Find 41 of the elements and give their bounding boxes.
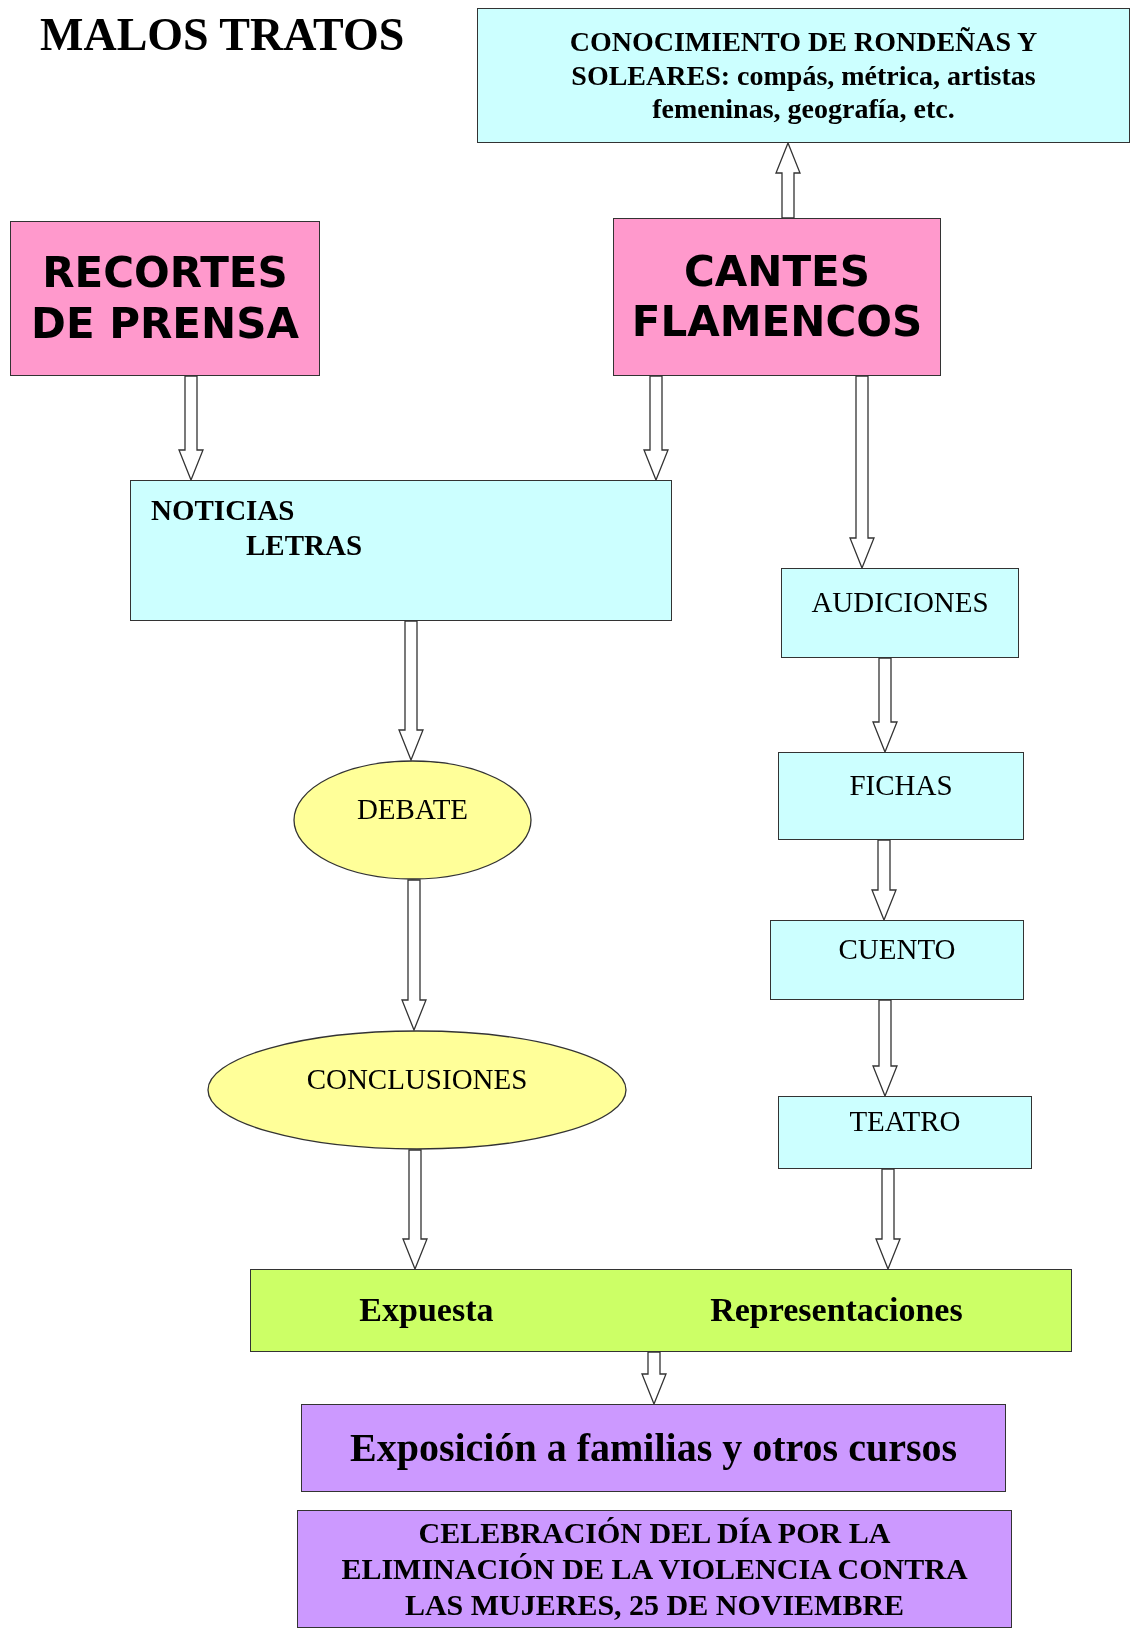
node-label: NOTICIAS [151,493,295,528]
material-box [130,480,672,621]
block-arrow [178,375,204,482]
node-label: CANTES FLAMENCOS [631,246,923,348]
node-label: FICHAS [849,767,953,803]
node-label: AUDICIONES [811,584,989,620]
node-label: DEBATE [356,791,469,827]
block-arrow [871,839,897,922]
activity-box [770,920,1024,1000]
block-arrow [849,375,875,570]
node-label: Exposición a familias y otros cursos [349,1424,958,1472]
event-box [297,1510,1012,1628]
block-arrow [401,879,427,1032]
activity-ellipse [293,760,532,880]
node-label: CUENTO [838,931,956,967]
activity-box [781,568,1019,658]
node-text: Representaciones [710,1290,963,1331]
block-arrow [872,999,898,1098]
block-arrow [875,1168,901,1271]
event-box [301,1404,1006,1492]
node-label: RECORTES DE PRENSA [31,248,299,349]
node-label: CONCLUSIONES [306,1061,528,1097]
activity-box [778,1096,1032,1169]
result-ellipse [207,1030,627,1150]
topic-box [477,8,1130,143]
block-arrow [775,141,801,219]
node-label: TEATRO [849,1104,961,1139]
activity-box [778,752,1024,840]
source-box [613,218,941,376]
node-label: Expuesta [359,1290,494,1331]
diagram-title: MALOS TRATOS [40,8,405,61]
node-label: CONOCIMIENTO DE RONDEÑAS Y SOLEARES: compás, métrica, artistas femeninas, geografía, etc. [568,25,1039,126]
block-arrow [641,1351,667,1406]
block-arrow [398,620,424,762]
output-box [250,1269,1072,1352]
node-text: LETRAS [246,527,363,563]
node-label: CELEBRACIÓN DEL DÍA POR LA ELIMINACIÓN DE LA VIOLENCIA CONTRA LAS MUJERES, 25 DE NOVIEMBRE [340,1515,969,1623]
source-box [10,221,320,376]
block-arrow [402,1149,428,1271]
block-arrow [872,657,898,754]
block-arrow [643,375,669,482]
